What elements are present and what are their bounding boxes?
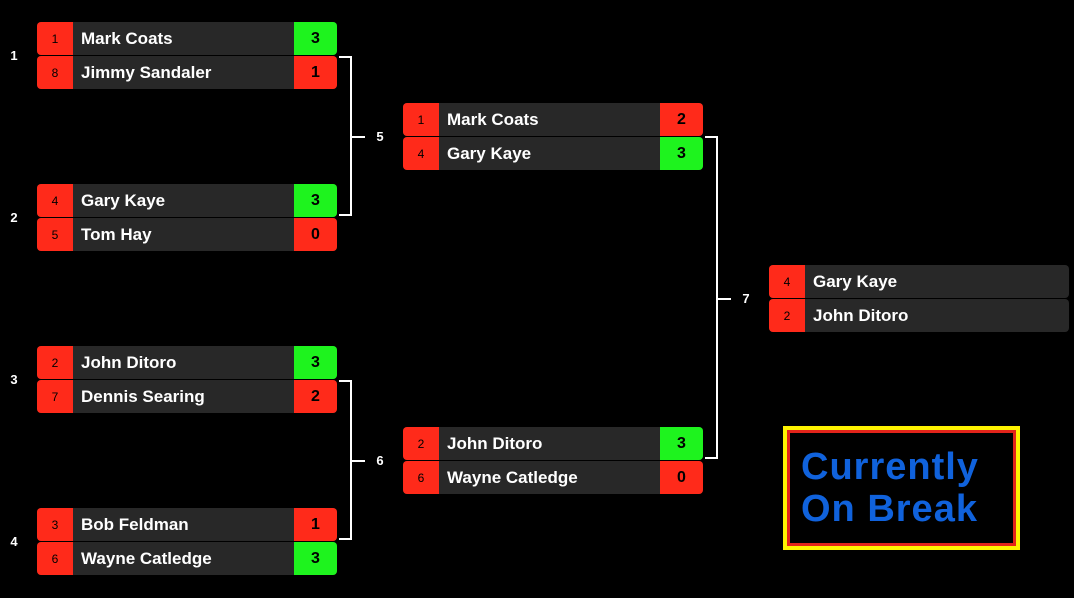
player-name: Gary Kaye xyxy=(813,271,898,291)
player-name: John Ditoro xyxy=(447,433,543,453)
bracket-connector xyxy=(339,56,351,58)
status-line-2: On Break xyxy=(801,488,978,530)
score: 2 xyxy=(660,103,703,136)
status-banner-body: Currently On Break xyxy=(790,433,1013,543)
score: 3 xyxy=(294,184,337,217)
player-name: Dennis Searing xyxy=(81,386,205,406)
bracket-row[interactable]: 5 Tom Hay 0 xyxy=(37,218,337,251)
match-number: 5 xyxy=(376,129,384,144)
bracket-connector xyxy=(705,136,717,138)
match-number: 2 xyxy=(10,210,18,225)
bracket-row[interactable]: 4 Gary Kaye xyxy=(769,265,1069,298)
player-name: Jimmy Sandaler xyxy=(81,62,212,82)
bracket-row[interactable]: 3 Bob Feldman 1 xyxy=(37,508,337,541)
bracket-row[interactable]: 1 Mark Coats 3 xyxy=(37,22,337,55)
seed: 4 xyxy=(403,137,439,170)
bracket-row[interactable]: 1 Mark Coats 2 xyxy=(403,103,703,136)
player-name: John Ditoro xyxy=(81,352,177,372)
seed: 6 xyxy=(403,461,439,494)
seed: 8 xyxy=(37,56,73,89)
status-line-1: Currently xyxy=(801,446,979,488)
player-name: Bob Feldman xyxy=(81,514,189,534)
score: 1 xyxy=(294,56,337,89)
score: 3 xyxy=(294,346,337,379)
score: 2 xyxy=(294,380,337,413)
bracket-connector xyxy=(339,380,351,382)
score: 3 xyxy=(660,137,703,170)
player-name: John Ditoro xyxy=(813,305,909,325)
player-name: Gary Kaye xyxy=(447,143,532,163)
bracket-connector xyxy=(717,298,731,300)
player-name: Tom Hay xyxy=(81,224,152,244)
bracket-row[interactable]: 2 John Ditoro 3 xyxy=(403,427,703,460)
status-banner: Currently On Break xyxy=(783,426,1020,550)
bracket-row[interactable]: 4 Gary Kaye 3 xyxy=(403,137,703,170)
bracket-row[interactable]: 4 Gary Kaye 3 xyxy=(37,184,337,217)
bracket-row[interactable]: 2 John Ditoro xyxy=(769,299,1069,332)
player-name: Mark Coats xyxy=(447,109,539,129)
bracket-connector xyxy=(351,460,365,462)
score: 0 xyxy=(660,461,703,494)
bracket-row[interactable]: 8 Jimmy Sandaler 1 xyxy=(37,56,337,89)
player-name: Gary Kaye xyxy=(81,190,166,210)
bracket-connector xyxy=(339,538,351,540)
bracket-row[interactable]: 6 Wayne Catledge 3 xyxy=(37,542,337,575)
bracket-row[interactable]: 6 Wayne Catledge 0 xyxy=(403,461,703,494)
match-number: 4 xyxy=(10,534,18,549)
seed: 5 xyxy=(37,218,73,251)
seed: 2 xyxy=(37,346,73,379)
score: 3 xyxy=(294,22,337,55)
seed: 1 xyxy=(403,103,439,136)
bracket-connector xyxy=(705,457,717,459)
score: 3 xyxy=(294,542,337,575)
bracket-connector xyxy=(351,136,365,138)
bracket-row[interactable]: 2 John Ditoro 3 xyxy=(37,346,337,379)
seed: 2 xyxy=(403,427,439,460)
status-banner-border: Currently On Break xyxy=(787,430,1016,546)
seed: 2 xyxy=(769,299,805,332)
player-name: Wayne Catledge xyxy=(447,467,578,487)
seed: 3 xyxy=(37,508,73,541)
match-number: 7 xyxy=(742,291,750,306)
seed: 4 xyxy=(769,265,805,298)
player-name: Mark Coats xyxy=(81,28,173,48)
match-number: 6 xyxy=(376,453,384,468)
seed: 7 xyxy=(37,380,73,413)
bracket-connector xyxy=(716,136,718,459)
match-number: 1 xyxy=(10,48,18,63)
seed: 6 xyxy=(37,542,73,575)
bracket-row[interactable]: 7 Dennis Searing 2 xyxy=(37,380,337,413)
score: 0 xyxy=(294,218,337,251)
player-name: Wayne Catledge xyxy=(81,548,212,568)
score: 3 xyxy=(660,427,703,460)
bracket-connector xyxy=(339,214,351,216)
seed: 1 xyxy=(37,22,73,55)
match-number: 3 xyxy=(10,372,18,387)
seed: 4 xyxy=(37,184,73,217)
score: 1 xyxy=(294,508,337,541)
